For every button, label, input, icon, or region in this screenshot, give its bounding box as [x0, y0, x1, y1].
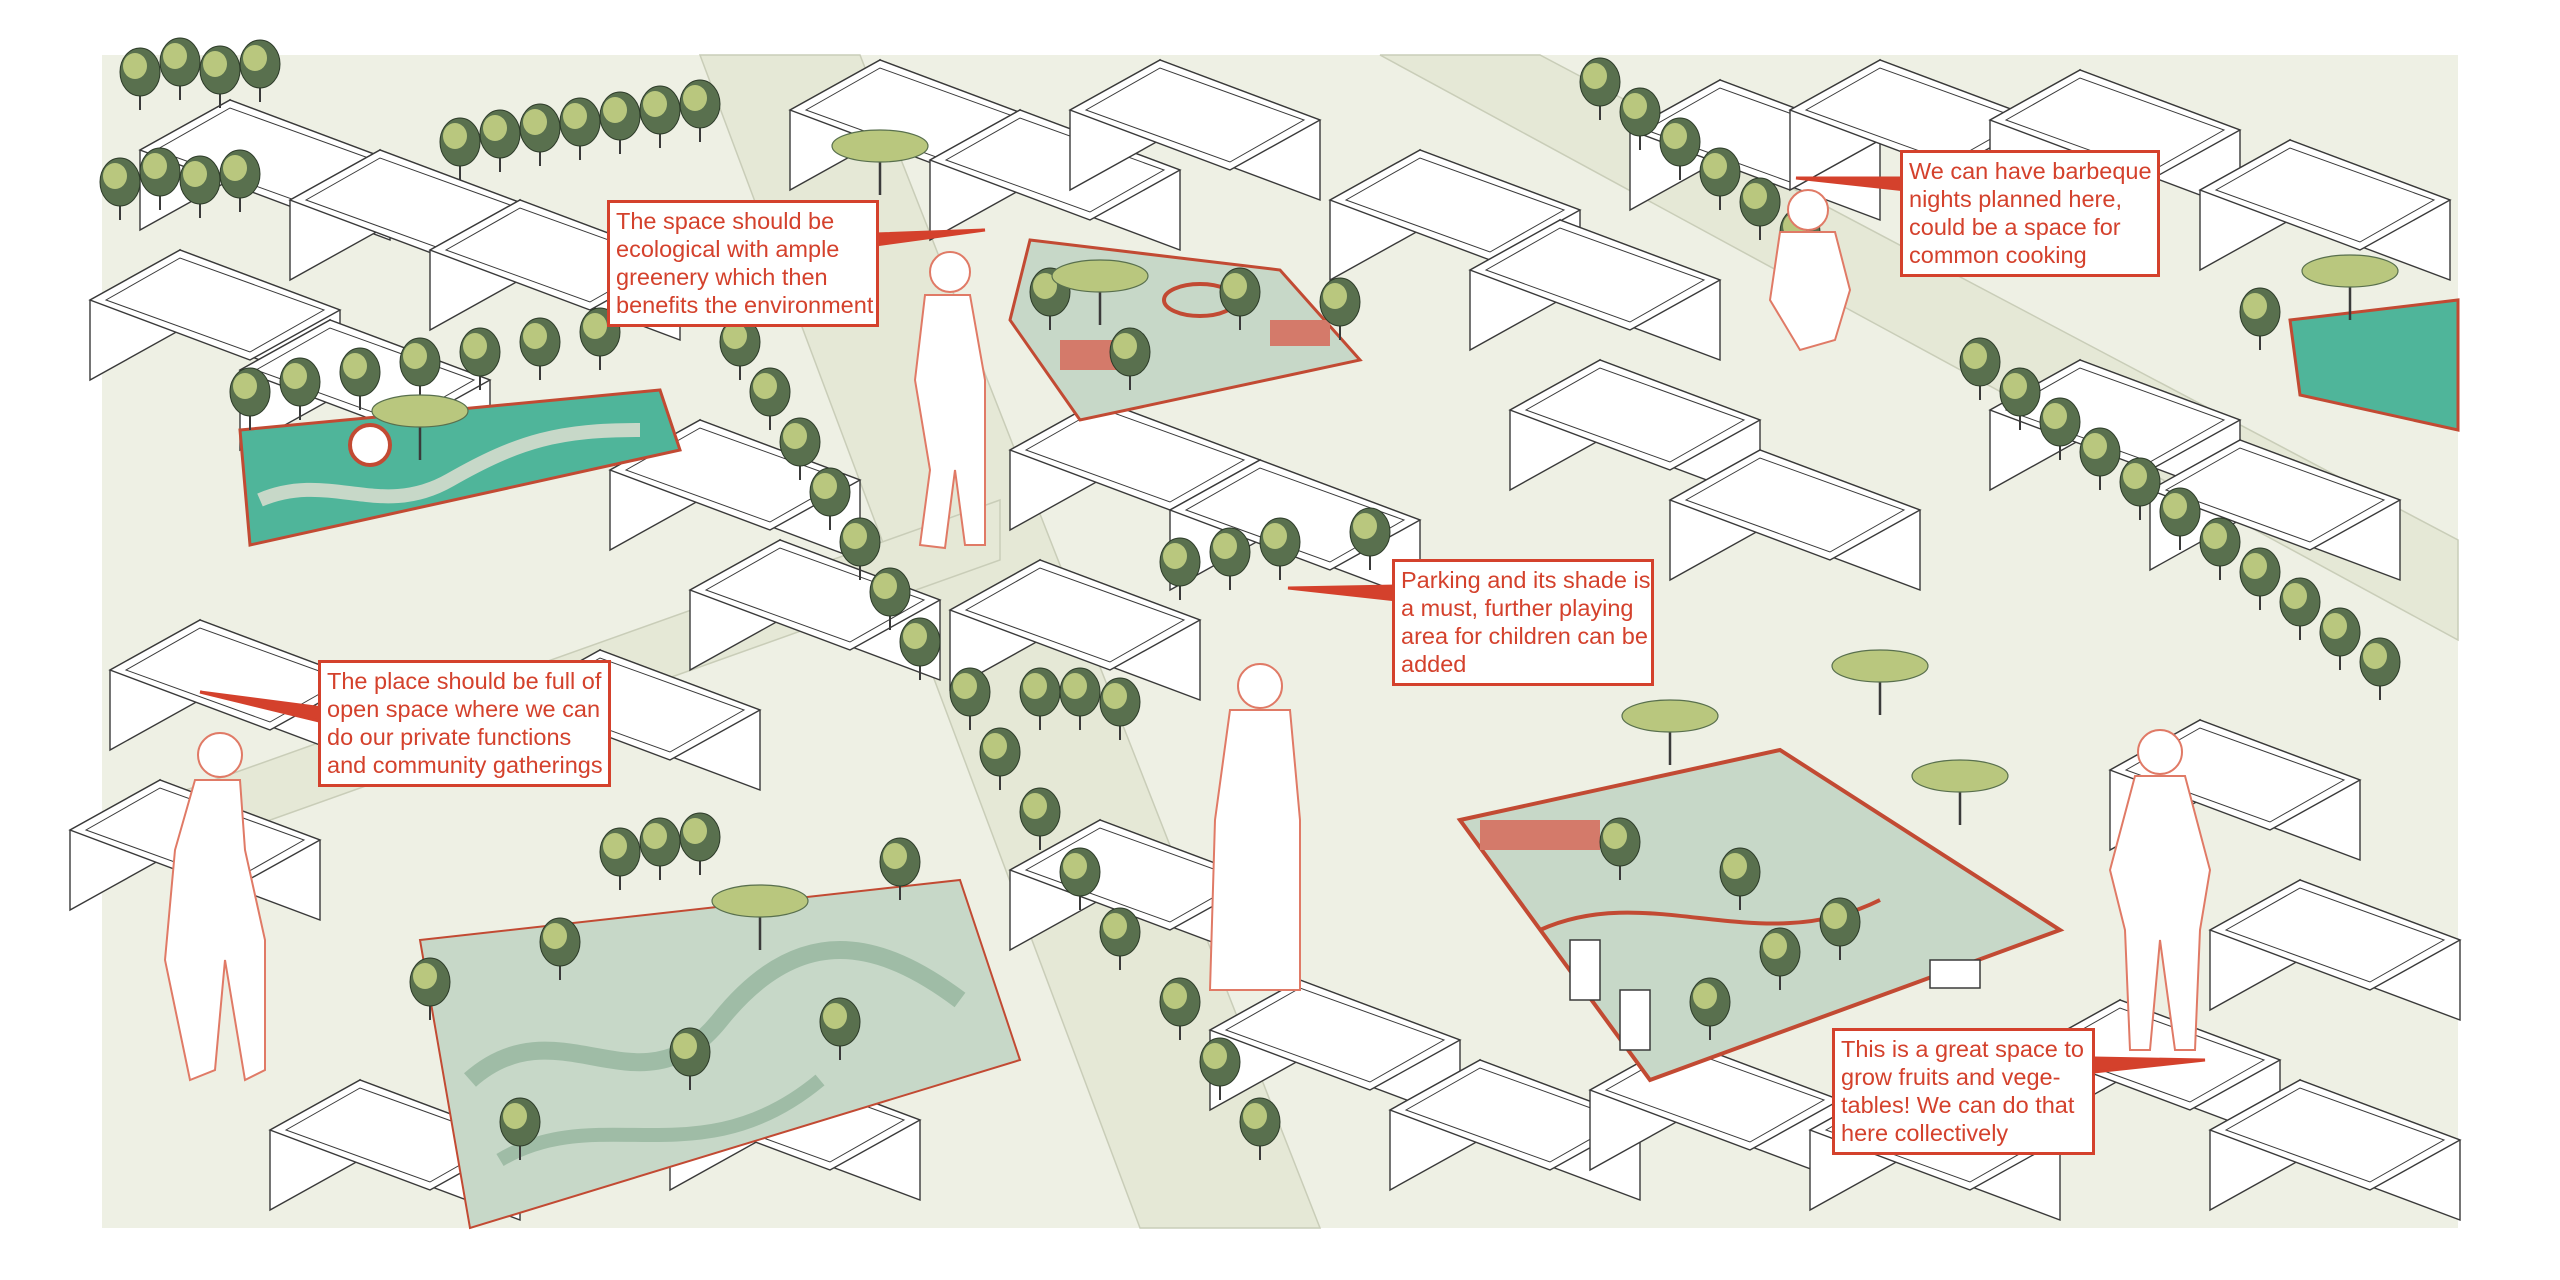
callout-open-space: The place should be full of open space w…: [318, 660, 611, 787]
callout-open-space-line-2: open space where we can: [327, 696, 601, 722]
callout-barbeque-line-4: common cooking: [1909, 242, 2087, 268]
callout-parking-line-4: added: [1401, 651, 1467, 677]
callout-grow-fruits-line-4: here collectively: [1841, 1120, 2009, 1146]
callout-barbeque-line-3: could be a space for: [1909, 214, 2121, 240]
callout-ecological: The space should be ecological with ampl…: [607, 200, 879, 327]
callout-ecological-line-3: greenery which then: [616, 264, 828, 290]
callout-ecological-line-4: benefits the environment: [616, 292, 874, 318]
callout-parking: Parking and its shade is a must, further…: [1392, 559, 1654, 686]
callout-grow-fruits-line-3: tables! We can do that: [1841, 1092, 2075, 1118]
callout-grow-fruits: This is a great space to grow fruits and…: [1832, 1028, 2095, 1155]
callout-barbeque-line-2: nights planned here,: [1909, 186, 2122, 212]
callout-grow-fruits-line-2: grow fruits and vege-: [1841, 1064, 2061, 1090]
figures: [163, 189, 2212, 1082]
park-bottom-left: [418, 878, 1022, 1230]
callout-open-space-line-4: and community gatherings: [327, 752, 603, 778]
park-left-teal: [238, 388, 682, 547]
callout-ecological-line-1: The space should be: [616, 208, 835, 234]
callout-ecological-line-2: ecological with ample: [616, 236, 840, 262]
figure-man-right: [2108, 729, 2212, 1051]
callout-parking-line-2: a must, further playing: [1401, 595, 1634, 621]
figure-woman-barbeque: [1768, 189, 1852, 352]
callout-barbeque-line-1: We can have barbeque: [1909, 158, 2152, 184]
figure-man-center: [913, 251, 986, 550]
callout-grow-fruits-line-1: This is a great space to: [1841, 1036, 2084, 1062]
figure-elder-center: [1208, 663, 1301, 991]
callout-parking-line-3: area for children can be: [1401, 623, 1648, 649]
callout-parking-line-1: Parking and its shade is: [1401, 567, 1651, 593]
callout-barbeque: We can have barbeque nights planned here…: [1900, 150, 2160, 277]
callout-open-space-line-3: do our private functions: [327, 724, 572, 750]
callout-open-space-line-1: The place should be full of: [327, 668, 602, 694]
figure-woman-left: [163, 732, 266, 1082]
park-right-pond: [2288, 298, 2460, 432]
